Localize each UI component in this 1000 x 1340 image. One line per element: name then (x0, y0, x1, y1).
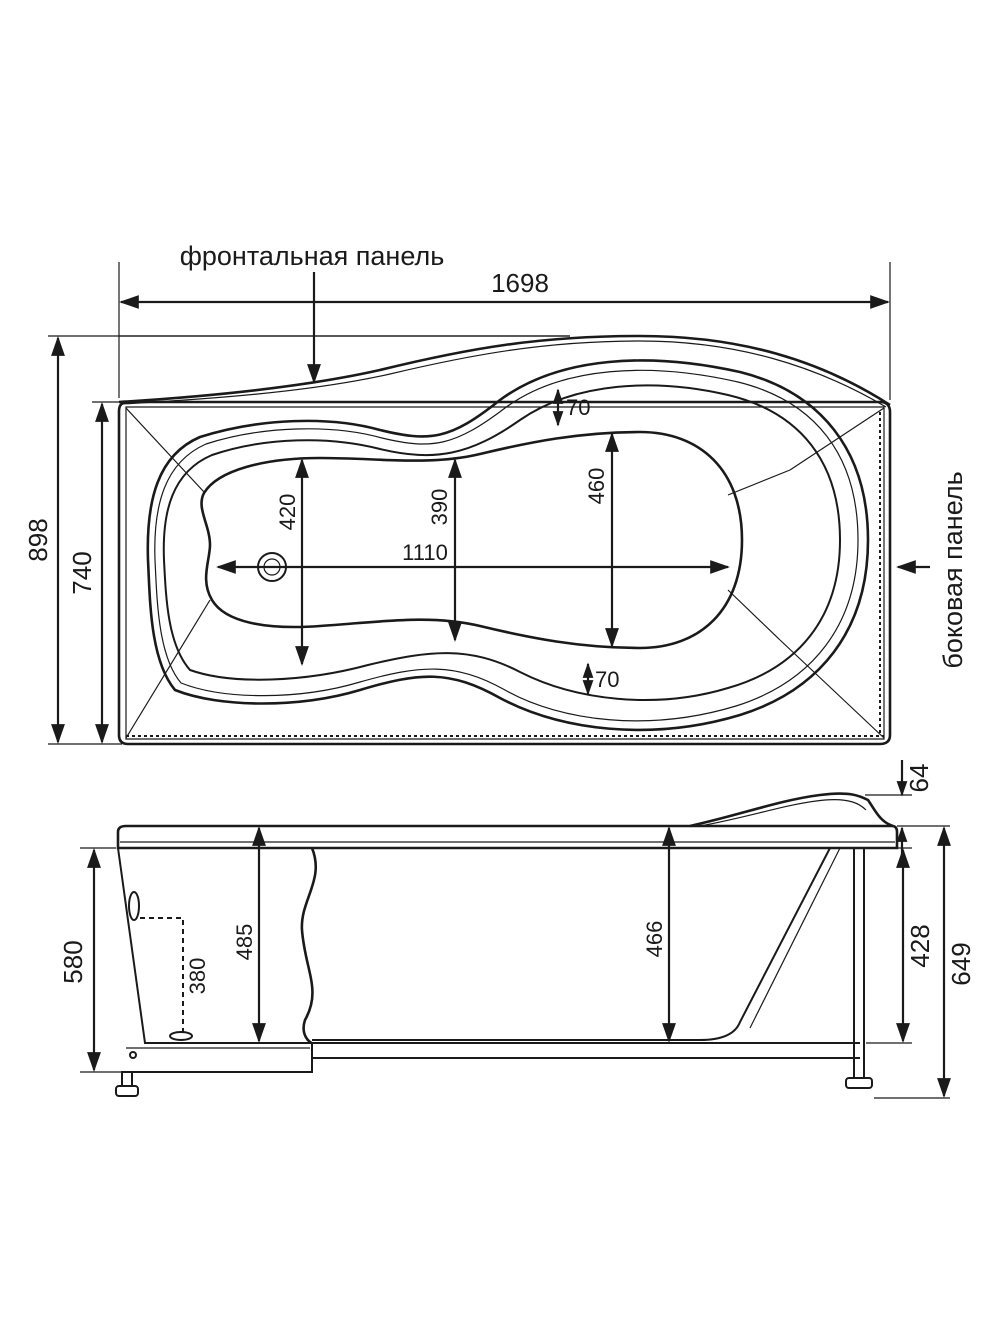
front-panel-label: фронтальная панель (180, 241, 445, 271)
front-panel-break (300, 847, 318, 1045)
drain-pipe-dashed (140, 917, 184, 1034)
corner-line (789, 407, 885, 471)
dim-460-label: 460 (584, 468, 609, 505)
drain-icon (169, 1031, 193, 1041)
dim-580-label: 580 (58, 940, 88, 983)
dim-1698-label: 1698 (491, 268, 549, 298)
corner-line (125, 407, 205, 493)
side-panel-label: боковая панель (938, 471, 968, 668)
headrest (689, 792, 894, 828)
front-panel-body (117, 847, 313, 1073)
top-view: 1698 фронтальная панель 898 740 1110 420… (23, 241, 968, 746)
corner-line (727, 589, 781, 641)
dim-70-bottom-label: 70 (595, 667, 619, 692)
corner-line (125, 599, 211, 739)
dim-390-label: 390 (427, 489, 452, 526)
dim-420-label: 420 (275, 494, 300, 531)
bowl-inner (200, 430, 744, 650)
bowl-outer (146, 359, 870, 732)
dim-70-top-label: 70 (566, 395, 590, 420)
headrest-inner (699, 799, 867, 827)
dim-740-label: 740 (67, 551, 97, 594)
corner-line (727, 469, 791, 496)
dim-64-label: 64 (904, 764, 934, 793)
dim-380-label: 380 (185, 958, 210, 995)
bolt-icon (129, 1051, 137, 1059)
rim-outline (117, 400, 892, 746)
bowl-outer-2 (154, 369, 859, 722)
tub-slope (312, 847, 831, 1041)
rim-inner-outline (125, 406, 885, 740)
dim-485-label: 485 (232, 924, 257, 961)
leg (121, 1071, 133, 1087)
front-panel-overhang (118, 334, 891, 407)
side-view: 64 649 428 580 485 466 380 (58, 760, 976, 1099)
leg-foot (845, 1077, 873, 1089)
overflow-icon (128, 891, 140, 921)
dim-428-label: 428 (905, 924, 935, 967)
corner-line (779, 639, 885, 739)
dim-1110-label: 1110 (402, 540, 448, 565)
tub-slope-inner (749, 847, 841, 1029)
leg-foot (115, 1085, 139, 1097)
dim-649-label: 649 (946, 942, 976, 985)
dim-466-label: 466 (642, 921, 667, 958)
rim-slab (116, 824, 899, 850)
bowl-rim-shelf (162, 384, 842, 701)
front-panel-overhang-inner (121, 340, 887, 408)
dim-898-label: 898 (23, 518, 53, 561)
